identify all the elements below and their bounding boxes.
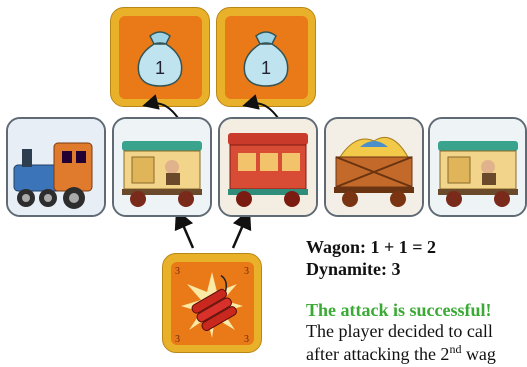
corner-value-br: 3 (244, 334, 249, 345)
wagon-bandit-icon (430, 119, 525, 215)
wagon-card-2[interactable] (218, 117, 318, 217)
wagon-passengers-icon (220, 119, 316, 215)
dynamite-value-text: Dynamite: 3 (306, 259, 401, 279)
wagon-card-4[interactable] (428, 117, 527, 217)
corner-value-tl: 3 (175, 266, 180, 277)
wagon-sum-text: Wagon: 1 + 1 = 2 (306, 237, 437, 257)
attack-arrow-1 (174, 208, 195, 249)
corner-value-tr: 3 (244, 266, 249, 277)
wagon-hay-icon (326, 119, 422, 215)
wagon-card-1[interactable] (112, 117, 212, 217)
explanation-line-2-post: wag (461, 344, 496, 364)
attack-result-text: The attack is successful! (306, 300, 492, 320)
loot-value-label: 1 (155, 58, 165, 78)
dynamite-icon: 3 3 3 3 (175, 266, 249, 345)
loot-value-label: 1 (261, 58, 271, 78)
wagon-card-3[interactable] (324, 117, 424, 217)
take-loot-arrow-1 (142, 94, 179, 119)
money-bag-icon: 1 (137, 31, 183, 87)
take-loot-arrow-2 (242, 94, 279, 119)
money-bag-icon: 1 (243, 31, 289, 87)
explanation-line-2-pre: after attacking the 2 (306, 344, 450, 364)
explanation-line-2: after attacking the 2nd wag (306, 342, 496, 365)
loot-card-2[interactable]: 1 (216, 7, 316, 107)
locomotive-icon (8, 119, 104, 215)
corner-value-bl: 3 (175, 334, 180, 345)
explanation-line-1: The player decided to call (306, 321, 493, 341)
locomotive-card[interactable] (6, 117, 106, 217)
loot-card-1[interactable]: 1 (110, 7, 210, 107)
ordinal-suffix: nd (449, 342, 462, 356)
wagon-bandit-icon (114, 119, 210, 215)
dynamite-card[interactable]: 3 3 3 3 (162, 253, 262, 353)
attack-arrow-2 (231, 208, 252, 249)
